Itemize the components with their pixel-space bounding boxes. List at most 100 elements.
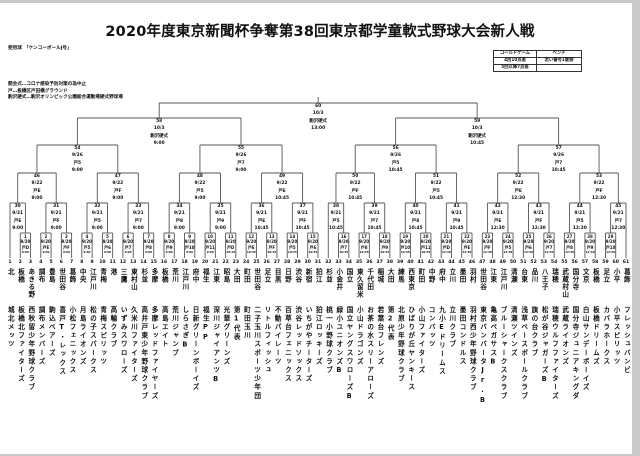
- team-district: 清瀬: [509, 268, 518, 284]
- match-field: 戸10: [184, 244, 195, 250]
- match-field: 戸E: [33, 188, 41, 194]
- team-name: 桃一小野球クラブ: [324, 306, 333, 375]
- match-field: 戸5: [288, 244, 296, 250]
- match-time: 9:00: [145, 250, 153, 255]
- team-number: 39: [396, 260, 404, 265]
- match-field: 戸11: [421, 244, 431, 250]
- team-name: 松の子スパークス: [88, 306, 97, 375]
- team-district: 町田: [416, 268, 425, 284]
- team-name: 高井戸東少年野球クラブ: [139, 306, 148, 401]
- team-number: 28: [283, 260, 291, 265]
- team-name: 町田玉川: [242, 306, 251, 341]
- team-district: 江東: [488, 268, 497, 284]
- match-date: 9/20: [523, 239, 534, 245]
- team-district: 国分寺: [570, 268, 579, 291]
- team-number: 2: [18, 260, 22, 265]
- team-district: 江戸川: [180, 268, 189, 291]
- match-field: 戸5: [391, 160, 400, 166]
- match-time: 12:30: [565, 250, 574, 255]
- match-field: 戸9: [381, 244, 389, 250]
- match-date: 9/20: [420, 239, 431, 245]
- team-number: 4: [39, 260, 43, 265]
- match-time: 12:30: [572, 226, 587, 232]
- match-time: 10:45: [551, 168, 566, 174]
- team-name: 小山ファイターズ: [416, 306, 425, 375]
- team-district: 福生: [201, 268, 210, 284]
- match-field: 戸D: [227, 244, 235, 250]
- match-time: 12:30: [531, 226, 546, 232]
- match-date: 9/21: [410, 211, 421, 217]
- match-field: 戸D: [442, 244, 450, 250]
- match-field: 戸5: [73, 160, 82, 166]
- match-number: 8: [167, 233, 171, 239]
- match-date: 9/20: [400, 239, 411, 245]
- team-number: 15: [150, 260, 157, 265]
- match-date: 9/20: [82, 239, 92, 245]
- team-number: 58: [591, 260, 599, 265]
- team-name: しらさぎB: [180, 306, 189, 351]
- rules-table: コールドゲーム ベンチ 4回10点差 若い番号1塁側 5回以降7点差: [493, 50, 582, 72]
- team-district: 台東: [519, 268, 528, 284]
- match-time: 9:00: [124, 250, 132, 255]
- team-name: 小山ドラゴンズ: [355, 306, 364, 367]
- match-date: 9/21: [369, 211, 380, 217]
- match-time: 9:00: [206, 250, 214, 255]
- team-district: 荒川: [170, 268, 179, 284]
- team-name: 白山サンデーボーイズ: [581, 306, 590, 392]
- match-time: 12:30: [462, 250, 472, 255]
- team-district: 大田: [232, 268, 241, 284]
- team-district: 日野: [283, 268, 292, 284]
- team-district: 墨田: [458, 268, 467, 284]
- match-time: 9:00: [173, 226, 185, 232]
- team-number: 43: [437, 260, 445, 265]
- match-field: 戸7: [340, 244, 348, 250]
- team-district: 国立: [345, 268, 354, 284]
- match-time: 9:00: [132, 226, 144, 232]
- match-time: 10:45: [226, 250, 236, 255]
- match-date: 9/26: [553, 153, 565, 159]
- match-field: 戸E: [278, 188, 286, 194]
- team-district: 立川: [447, 268, 456, 284]
- team-name: いずみスワローズ: [119, 306, 128, 375]
- team-number: 48: [489, 260, 496, 265]
- match-field: 戸E: [463, 244, 471, 250]
- match-time: 9:00: [235, 168, 247, 174]
- team-district: 府中: [437, 268, 446, 284]
- match-number: 23: [484, 233, 491, 239]
- match-date: 9/20: [41, 239, 51, 245]
- match-date: 10/3: [312, 111, 324, 117]
- match-time: 10:45: [328, 226, 343, 232]
- rules-cell: [536, 64, 582, 72]
- match-time: 12:30: [482, 250, 492, 255]
- team-district: 小金井: [334, 268, 343, 291]
- match-number: 40: [412, 204, 419, 209]
- opening-note: 開会式…コロナ感染予防対策の為中止: [8, 82, 87, 87]
- team-name: 浅草ベースボールクラブ: [519, 306, 528, 401]
- team-district: 八王子: [540, 268, 549, 291]
- team-number: 7: [69, 260, 74, 265]
- team-name: カバラホークス: [601, 306, 610, 367]
- match-number: 31: [53, 204, 60, 209]
- match-field: 戸F: [535, 218, 543, 224]
- match-field: 戸E: [514, 188, 522, 194]
- match-field: 戸E: [257, 218, 266, 224]
- match-date: 9/20: [544, 239, 554, 245]
- match-time: 10:45: [339, 250, 349, 255]
- team-number: 17: [171, 260, 178, 265]
- team-number: 21: [212, 260, 219, 265]
- match-date: 9/20: [287, 239, 298, 245]
- match-time: 9:00: [31, 196, 43, 202]
- team-district: 瑞穂: [550, 268, 559, 284]
- match-field: 戸E: [42, 244, 50, 250]
- match-number: 24: [505, 233, 511, 239]
- team-name: 百草台フェニックス: [283, 306, 292, 384]
- match-time: 13:00: [311, 126, 326, 132]
- match-number: 9: [188, 233, 192, 239]
